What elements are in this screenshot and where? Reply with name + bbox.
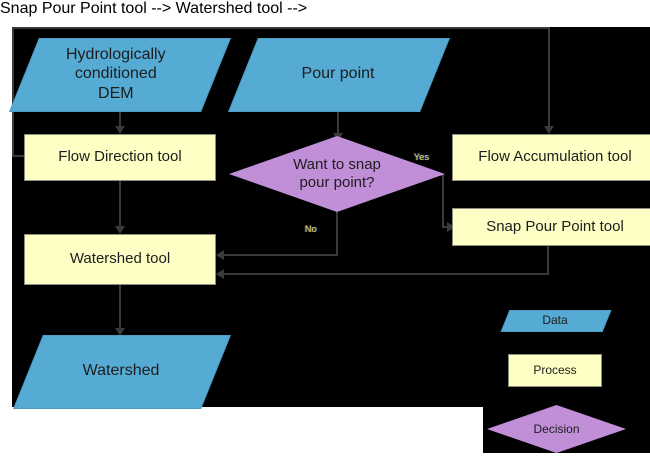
- node-snap-pour-point-tool[interactable]: Snap Pour Point tool: [452, 208, 650, 246]
- connector-dem-left-trunk: [12, 27, 14, 156]
- connector-decision-yes-v: [442, 174, 444, 227]
- connector-rail-to-flow-accumulation: [548, 27, 550, 128]
- arrowhead-into-watershed-tool-no: [216, 250, 224, 260]
- connector-decision-no-into-watershed-tool: [222, 254, 338, 256]
- data-parallelogram: [228, 38, 450, 112]
- connector-decision-no-v: [336, 210, 338, 256]
- connector-decision-yes-into-snap: [442, 226, 450, 228]
- node-hydrologically-conditioned-dem[interactable]: Hydrologically conditioned DEM: [9, 38, 231, 112]
- decision-diamond: [487, 405, 626, 453]
- data-parallelogram: [500, 310, 612, 332]
- edge-label-no: No: [305, 224, 317, 234]
- node-watershed-output[interactable]: Watershed: [13, 335, 231, 409]
- arrowhead-into-snap-pour-point: [447, 222, 455, 232]
- node-flow-accumulation-tool[interactable]: Flow Accumulation tool: [452, 134, 650, 181]
- legend-item-decision: Decision: [487, 405, 626, 453]
- node-label: Watershed tool: [69, 250, 171, 268]
- node-label: Flow Accumulation tool: [478, 148, 632, 166]
- node-flow-direction-tool[interactable]: Flow Direction tool: [24, 134, 216, 181]
- legend-item-process: Process: [508, 354, 602, 387]
- decision-diamond: [229, 136, 445, 212]
- data-parallelogram: [13, 335, 231, 409]
- legend-label-process: Process: [533, 363, 577, 378]
- connector-dem-top-rail: [12, 27, 550, 29]
- node-watershed-tool[interactable]: Watershed tool: [24, 234, 216, 285]
- edge-label-yes: Yes: [414, 152, 430, 162]
- connector-watershed-tool-to-watershed: [119, 285, 121, 330]
- node-label: Snap Pour Point tool: [486, 217, 624, 235]
- arrowhead-into-watershed: [115, 328, 125, 336]
- arrowhead-into-watershed-tool-snap: [216, 269, 224, 279]
- connector-snap-pour-point-into-watershed-tool: [222, 273, 549, 275]
- connector-snap-pour-point-down: [547, 245, 549, 275]
- node-pour-point[interactable]: Pour point: [228, 38, 450, 112]
- node-want-to-snap-decision[interactable]: Want to snap pour point?: [229, 136, 445, 212]
- arrowhead-into-flow-direction: [115, 126, 125, 134]
- arrowhead-into-watershed-tool-top: [115, 226, 125, 234]
- connector-pour-point-to-decision: [337, 110, 339, 136]
- connector-dem-to-flow-direction: [119, 110, 121, 129]
- arrowhead-into-flow-accumulation: [544, 126, 554, 134]
- node-label: Flow Direction tool: [58, 148, 182, 166]
- data-parallelogram: [9, 38, 231, 112]
- legend-item-data: Data: [500, 310, 612, 332]
- connector-flow-direction-to-watershed-tool: [119, 181, 121, 228]
